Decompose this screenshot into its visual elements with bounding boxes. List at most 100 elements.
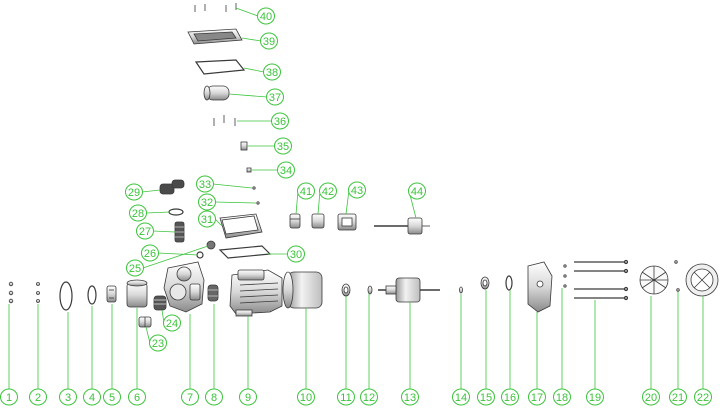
callout-38-circle — [263, 63, 281, 81]
callout-3-circle — [59, 388, 77, 406]
callout-2: 2 — [35, 392, 41, 404]
part-screw-34 — [246, 167, 252, 173]
part-cable-44 — [374, 217, 430, 235]
leader-31 — [214, 218, 223, 227]
callout-32-circle — [198, 193, 216, 211]
part-bearing-15 — [480, 276, 490, 290]
callout-40: 40 — [260, 11, 272, 23]
callout-16: 16 — [504, 392, 516, 404]
callout-31-circle — [198, 210, 216, 228]
part-gasket-30 — [218, 245, 272, 259]
callout-29: 29 — [128, 187, 140, 199]
callout-18: 18 — [556, 392, 568, 404]
callout-39-circle — [260, 32, 278, 50]
callout-8: 8 — [211, 392, 217, 404]
callout-11: 11 — [340, 392, 351, 404]
callout-35-circle — [274, 137, 292, 155]
callout-42-circle — [319, 182, 337, 200]
leader-27 — [152, 230, 176, 233]
part-cover-39 — [187, 28, 243, 45]
callout-41-circle — [297, 182, 315, 200]
callout-10: 10 — [300, 392, 312, 404]
leader-23 — [145, 326, 151, 344]
callout-13: 13 — [404, 392, 416, 404]
callout-12: 12 — [363, 392, 375, 404]
part-caps-29 — [159, 179, 185, 195]
part-clip-14 — [459, 286, 463, 294]
callout-36: 36 — [274, 116, 286, 128]
callout-21: 21 — [672, 392, 684, 404]
callout-40-circle — [257, 7, 275, 25]
part-spring-27 — [174, 221, 185, 243]
callout-14-circle — [452, 388, 470, 406]
callout-20-circle — [642, 388, 660, 406]
callout-26: 26 — [144, 248, 156, 260]
callout-19-circle — [586, 388, 604, 406]
callout-24-circle — [163, 314, 181, 332]
callout-39: 39 — [263, 36, 275, 48]
callout-10-circle — [297, 388, 315, 406]
callout-28-circle — [129, 204, 147, 222]
part-screw-33 — [252, 186, 256, 190]
part-screws-1 — [8, 281, 14, 304]
callout-33-circle — [196, 175, 214, 193]
callout-14: 14 — [455, 392, 467, 404]
leader-26 — [157, 252, 199, 256]
callout-3: 3 — [65, 392, 71, 404]
callout-18-circle — [553, 388, 571, 406]
part-spring-24 — [153, 295, 167, 311]
callout-35: 35 — [277, 141, 289, 153]
callout-17-circle — [528, 388, 546, 406]
callout-34-circle — [277, 161, 295, 179]
part-gasket-38 — [194, 59, 246, 75]
part-fan-20 — [639, 265, 669, 295]
part-switch-43 — [337, 213, 357, 231]
callout-2-circle — [29, 388, 47, 406]
callout-17: 17 — [531, 392, 543, 404]
callout-24: 24 — [166, 318, 178, 330]
callout-43-circle — [348, 181, 366, 199]
part-impeller-6 — [126, 279, 148, 308]
part-screws-18 — [563, 264, 567, 288]
callout-25: 25 — [129, 263, 141, 275]
leader-43 — [345, 189, 350, 215]
callout-27-circle — [136, 222, 154, 240]
callout-21-circle — [669, 388, 687, 406]
part-valve-23 — [138, 316, 152, 328]
callout-4: 4 — [89, 392, 95, 404]
part-rotor-13 — [378, 277, 440, 303]
part-screws-2 — [36, 282, 40, 303]
part-ring-16 — [505, 275, 513, 291]
part-bolts-19 — [574, 259, 629, 301]
leader-41 — [295, 190, 299, 215]
callout-22: 22 — [697, 392, 709, 404]
callout-1-circle — [0, 388, 18, 406]
callout-4-circle — [83, 388, 101, 406]
callout-36-circle — [271, 112, 289, 130]
callout-11-circle — [337, 388, 355, 406]
callout-7: 7 — [187, 392, 193, 404]
leader-33 — [212, 183, 253, 189]
callout-41: 41 — [300, 186, 312, 198]
callout-37: 37 — [269, 92, 281, 104]
part-stator-10 — [282, 271, 323, 309]
leader-25 — [142, 245, 209, 269]
callout-16-circle — [501, 388, 519, 406]
callout-9-circle — [239, 388, 257, 406]
callout-7-circle — [181, 388, 199, 406]
callout-6: 6 — [134, 392, 140, 404]
callout-33: 33 — [199, 179, 211, 191]
callout-37-circle — [266, 88, 284, 106]
callout-30-circle — [287, 245, 305, 263]
callout-23: 23 — [152, 338, 164, 350]
part-washer-12 — [367, 285, 373, 295]
part-oring-3 — [59, 281, 73, 311]
part-fan-cover-22 — [685, 263, 719, 297]
callout-1: 1 — [6, 392, 12, 404]
part-rear-cover-17 — [527, 261, 553, 313]
callout-5-circle — [103, 388, 121, 406]
callout-9: 9 — [245, 392, 251, 404]
callout-22-circle — [694, 388, 712, 406]
part-screw-32 — [256, 201, 260, 205]
callout-29-circle — [125, 183, 143, 201]
